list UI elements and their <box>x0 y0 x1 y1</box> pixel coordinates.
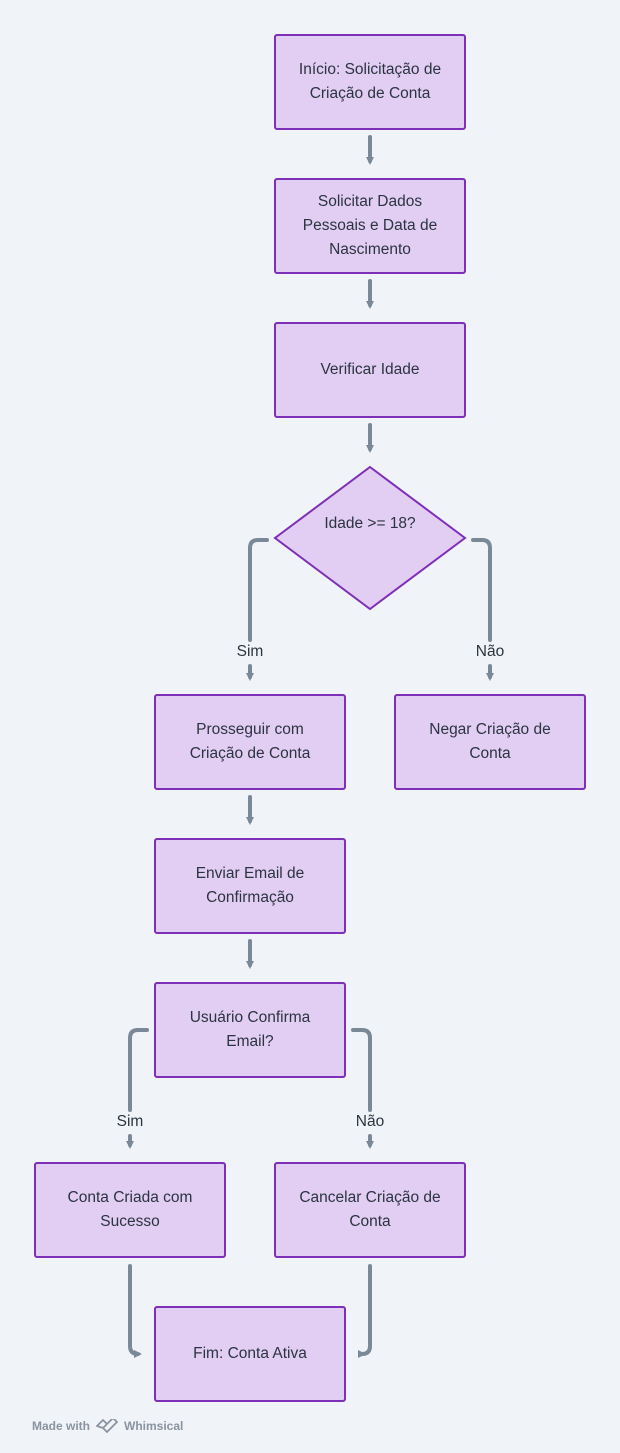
proceed-node-label: Prosseguir com Criação de Conta <box>189 721 311 762</box>
confirm-yes-label: Sim <box>100 1113 160 1131</box>
proceed-node: Prosseguir com Criação de Conta <box>154 694 346 790</box>
whimsical-brand-text: Whimsical <box>124 1419 184 1433</box>
success-node: Conta Criada com Sucesso <box>34 1162 226 1258</box>
request-data-node-label: Solicitar Dados Pessoais e Data de Nasci… <box>302 193 438 258</box>
edge-success-to-end <box>128 1264 142 1358</box>
start-node: Início: Solicitação de Criação de Conta <box>274 34 466 130</box>
edge-decision-no <box>471 538 490 677</box>
edge-confirm-no <box>351 1028 370 1145</box>
edge-cancel-to-end <box>358 1264 372 1358</box>
send-email-node: Enviar Email de Confirmação <box>154 838 346 934</box>
made-with-text: Made with <box>32 1419 91 1433</box>
deny-node: Negar Criação de Conta <box>394 694 586 790</box>
verify-age-node-label: Verificar Idade <box>320 361 420 378</box>
deny-node-label: Negar Criação de Conta <box>429 721 551 762</box>
age-no-label: Não <box>460 643 520 661</box>
whimsical-logo-icon <box>96 1419 118 1433</box>
edge-confirm-yes <box>130 1028 149 1145</box>
age-yes-label: Sim <box>220 643 280 661</box>
end-node: Fim: Conta Ativa <box>154 1306 346 1402</box>
confirm-no-label: Não <box>340 1113 400 1131</box>
cancel-node-label: Cancelar Criação de Conta <box>299 1189 441 1230</box>
start-node-label: Início: Solicitação de Criação de Conta <box>298 61 442 102</box>
request-data-node: Solicitar Dados Pessoais e Data de Nasci… <box>274 178 466 274</box>
verify-age-node: Verificar Idade <box>274 322 466 418</box>
made-with-whimsical-footer[interactable]: Made with Whimsical <box>32 1419 183 1433</box>
user-confirms-node: Usuário Confirma Email? <box>154 982 346 1078</box>
age-decision-diamond <box>273 465 467 611</box>
end-node-label: Fim: Conta Ativa <box>193 1345 307 1362</box>
user-confirms-node-label: Usuário Confirma Email? <box>189 1009 311 1050</box>
cancel-node: Cancelar Criação de Conta <box>274 1162 466 1258</box>
edge-decision-yes <box>250 538 269 677</box>
age-decision-label: Idade >= 18? <box>324 515 416 532</box>
success-node-label: Conta Criada com Sucesso <box>67 1189 193 1230</box>
send-email-node-label: Enviar Email de Confirmação <box>195 865 305 906</box>
